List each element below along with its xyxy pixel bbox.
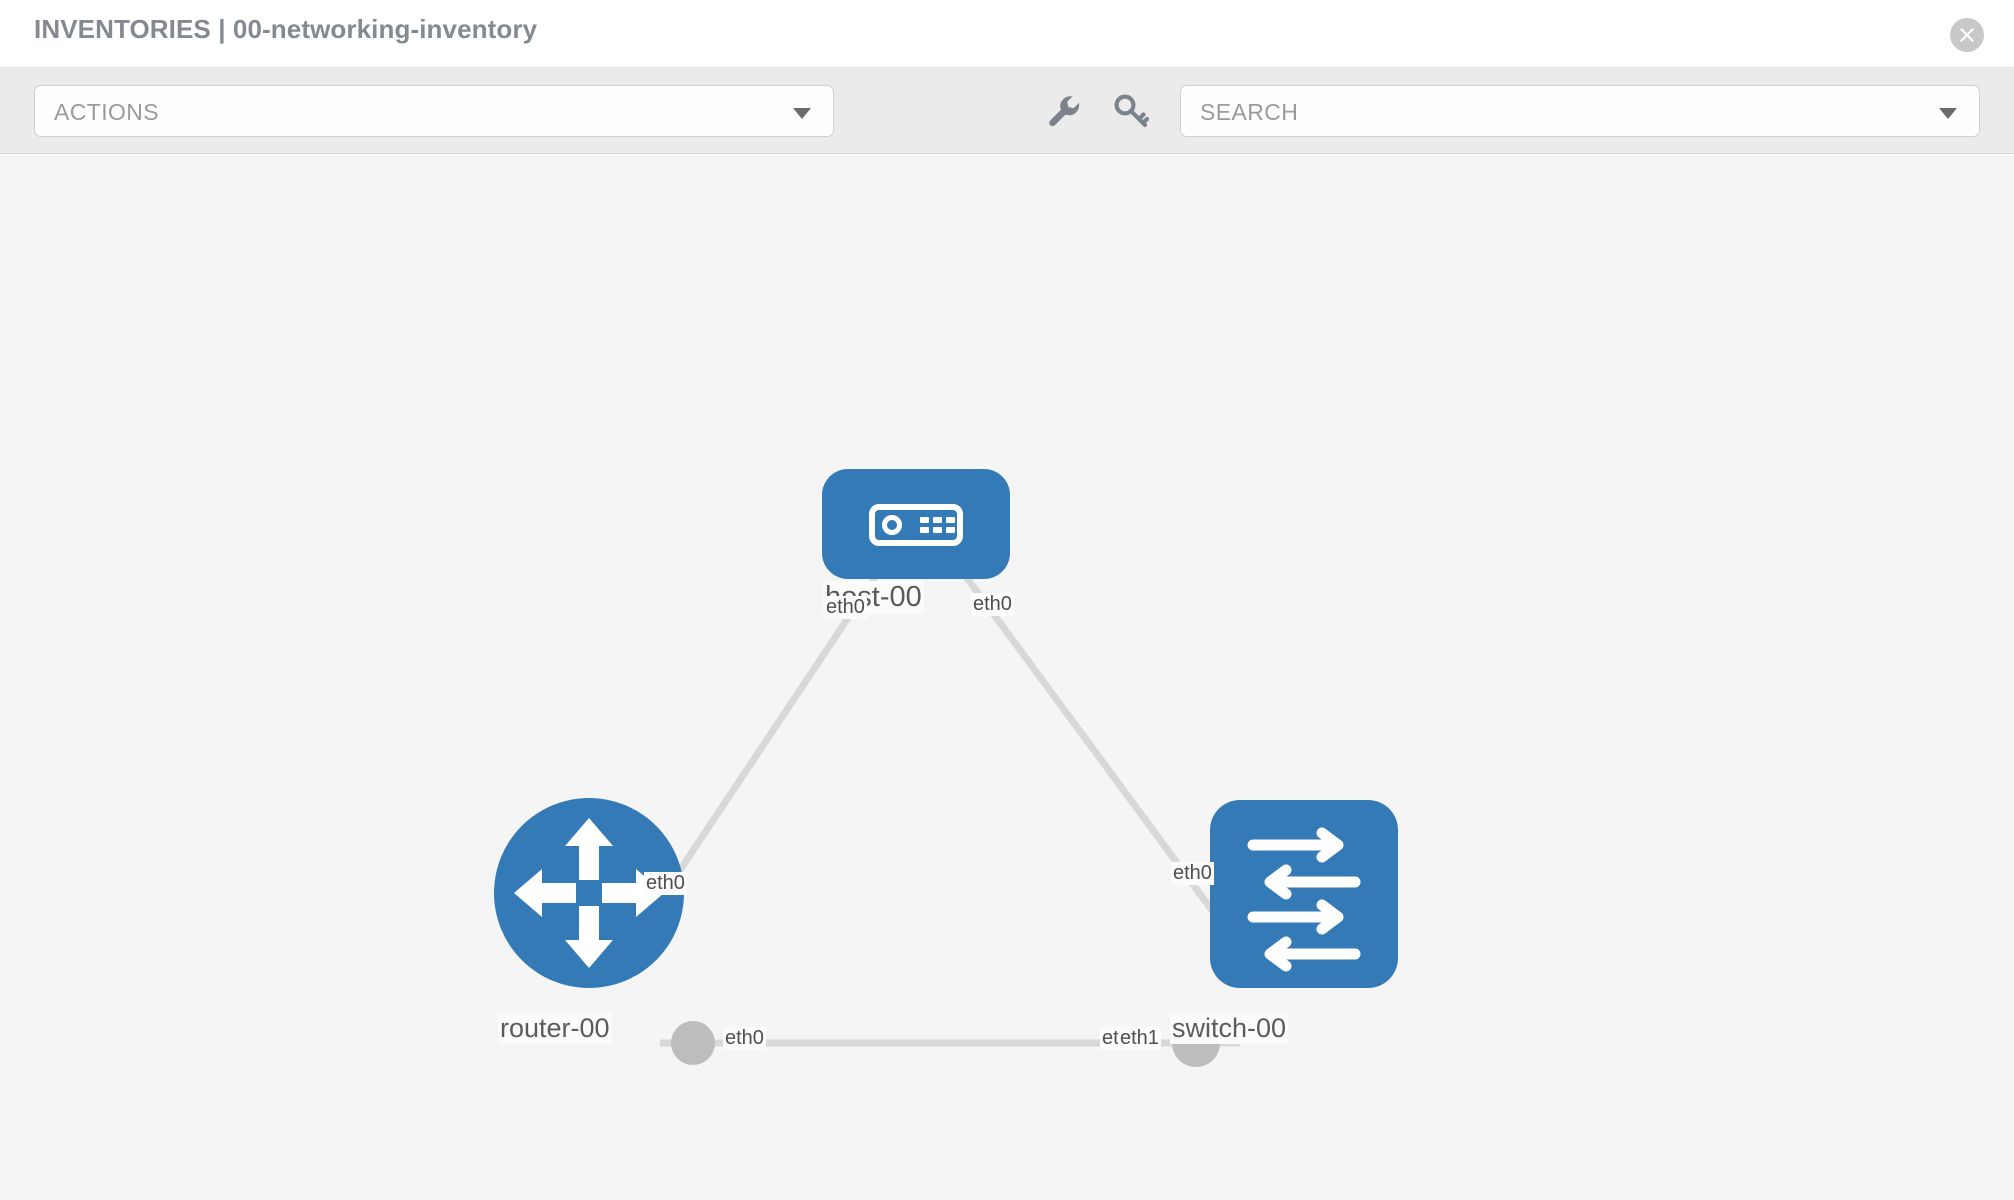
actions-dropdown-label: ACTIONS [54, 99, 160, 125]
close-icon[interactable] [1950, 18, 1984, 52]
port-switch00-eth1 [1172, 1019, 1220, 1067]
topology-toolbar: ACTIONS SEARCH [0, 68, 2014, 154]
topology-links [607, 552, 1248, 1047]
topology-ports [671, 518, 1258, 1067]
key-icon[interactable] [1110, 90, 1152, 132]
topology-canvas[interactable]: host-00 router-00 switch-00 eth0 eth0 et… [0, 155, 2014, 1200]
search-input[interactable]: SEARCH [1180, 85, 1980, 137]
link-host00-switch00 [947, 552, 1248, 958]
topology-graph [494, 469, 1398, 1067]
node-router-00[interactable] [494, 798, 684, 988]
server-icon [869, 504, 963, 546]
router-icon [514, 818, 664, 968]
node-host-00[interactable] [822, 469, 1010, 579]
page-title: INVENTORIES | 00-networking-inventory [34, 14, 538, 44]
switch-icon [1247, 827, 1361, 972]
port-router00-eth0 [671, 1021, 715, 1065]
search-placeholder: SEARCH [1200, 99, 1299, 125]
node-switch-00[interactable] [1210, 800, 1398, 988]
wrench-icon[interactable] [1042, 90, 1084, 132]
chevron-down-icon [1939, 108, 1957, 119]
actions-dropdown[interactable]: ACTIONS [34, 85, 834, 137]
page-header: INVENTORIES | 00-networking-inventory [0, 0, 2014, 68]
chevron-down-icon [793, 108, 811, 119]
